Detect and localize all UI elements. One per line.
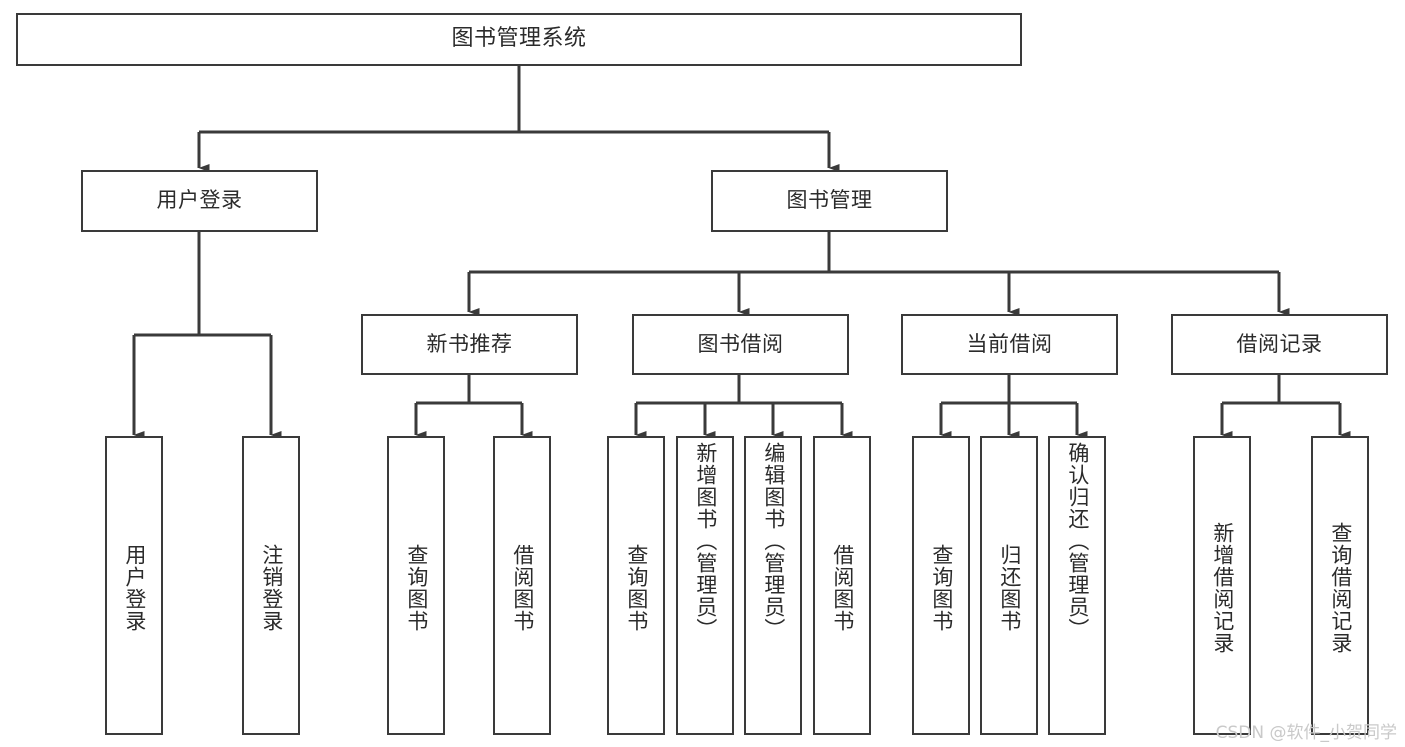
node-leaf-query-book-2[interactable]: 查询图书 [607,436,665,735]
node-label: 图书管理系统 [451,26,587,52]
node-borrow-record[interactable]: 借阅记录 [1171,314,1388,375]
node-leaf-borrow-book-1[interactable]: 借阅图书 [493,436,551,735]
node-label: 归还图书 [997,543,1022,632]
node-leaf-logout-login[interactable]: 注销登录 [242,436,300,735]
node-user-login[interactable]: 用户登录 [81,170,318,232]
node-label: 新增借阅记录 [1210,521,1235,654]
node-label: 查询图书 [404,543,429,632]
node-label: 用户登录 [156,188,243,213]
node-label: 借阅图书 [830,543,855,632]
node-leaf-borrow-book-2[interactable]: 借阅图书 [813,436,871,735]
node-current-borrow[interactable]: 当前借阅 [901,314,1118,375]
node-label: 确认归还（管理员） [1065,442,1090,640]
node-leaf-edit-book-admin[interactable]: 编辑图书（管理员） [744,436,802,735]
node-label: 注销登录 [259,543,284,632]
node-leaf-add-book-admin[interactable]: 新增图书（管理员） [676,436,734,735]
node-label: 借阅图书 [510,543,535,632]
node-label: 编辑图书（管理员） [761,442,786,640]
node-label: 新增图书（管理员） [693,442,718,640]
node-leaf-user-login[interactable]: 用户登录 [105,436,163,735]
node-leaf-confirm-return-admin[interactable]: 确认归还（管理员） [1048,436,1106,735]
node-label: 图书借阅 [697,331,784,356]
node-book-borrow[interactable]: 图书借阅 [632,314,849,375]
node-root-system[interactable]: 图书管理系统 [16,13,1022,66]
node-label: 新书推荐 [426,331,513,356]
node-label: 当前借阅 [966,331,1053,356]
node-leaf-add-borrow-record[interactable]: 新增借阅记录 [1193,436,1251,735]
node-leaf-query-book-1[interactable]: 查询图书 [387,436,445,735]
node-label: 借阅记录 [1236,331,1323,356]
node-leaf-return-book[interactable]: 归还图书 [980,436,1038,735]
node-label: 用户登录 [122,543,147,632]
node-new-book-recommend[interactable]: 新书推荐 [361,314,578,375]
node-leaf-query-book-3[interactable]: 查询图书 [912,436,970,735]
node-label: 图书管理 [786,188,873,213]
node-label: 查询图书 [624,543,649,632]
node-book-manage[interactable]: 图书管理 [711,170,948,232]
node-leaf-query-borrow-record[interactable]: 查询借阅记录 [1311,436,1369,735]
node-label: 查询图书 [929,543,954,632]
node-label: 查询借阅记录 [1328,521,1353,654]
